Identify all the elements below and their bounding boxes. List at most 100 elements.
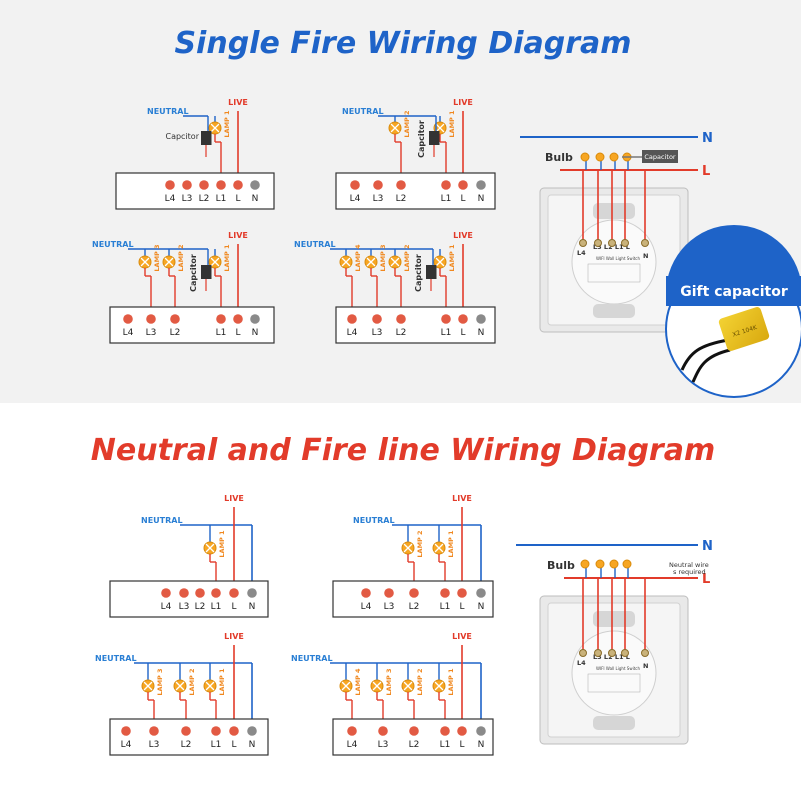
lamp-label: LAMP 2 [177,244,185,271]
terminal-dot-l2 [181,726,191,736]
lamp-label: LAMP 1 [223,244,231,272]
capacitor-label: Capcitor [189,254,198,292]
gift-capacitor-label: Gift capacitor [680,284,788,300]
live-label: LIVE [224,494,244,503]
terminal-dot-l [233,314,243,324]
lamp-icon-cross-b [205,543,215,553]
terminal-dot-n [476,180,486,190]
terminal-dot-l [458,314,468,324]
capacitor-label: Capcitor [165,132,199,141]
lamp-icon-cross-b [210,257,220,267]
terminal-dot-n [250,314,260,324]
terminal-label-l1: L1 [216,194,227,204]
photo-n-label: N [702,131,713,146]
terminal-label-l2: L2 [409,740,420,750]
photo-bulb-icon [580,559,590,569]
photo-l-screw [641,649,649,657]
photo-terminal-screw [579,649,587,657]
terminal-label-l: L [235,328,240,338]
lamp-label: LAMP 1 [447,530,455,558]
terminal-label-n: N [252,328,259,338]
lamp-label: LAMP 2 [403,110,411,137]
switch-terminal-block [335,172,496,210]
neutral-note-line1: Neutral wire [669,561,709,569]
switch-terminal-block [109,718,269,756]
terminal-dot-l1 [216,314,226,324]
photo-capacitor-label: Capacitor [644,153,676,161]
terminal-dot-l4 [347,726,357,736]
terminal-label-l3: L3 [179,602,190,612]
lamp-label: LAMP 1 [218,668,226,696]
photo-bulb-label: Bulb [545,151,573,164]
neutral-label: NEUTRAL [95,654,137,663]
terminal-label-l4: L4 [123,328,134,338]
lamp-icon-cross-b [434,681,444,691]
terminal-dot-l2 [170,314,180,324]
terminal-label-l1: L1 [211,740,222,750]
capacitor-icon [429,131,439,145]
terminal-dot-l [458,180,468,190]
switch-terminal-block [335,306,496,344]
terminal-label-l1: L1 [216,328,227,338]
panel2-spec-text [587,673,641,693]
terminal-dot-l2 [199,180,209,190]
switch-photo-top: N L Bulb L3 L2 L1 L L4 N WIFI Wall Light… [520,131,713,333]
terminal-dot-l3 [149,726,159,736]
photo-l-screw [641,239,649,247]
terminal-label-l2: L2 [396,328,407,338]
terminal-label-l3: L3 [146,328,157,338]
neutral-label: NEUTRAL [342,107,384,116]
lamp-icon-cross-b [175,681,185,691]
terminal-dot-l3 [372,314,382,324]
photo-terminal-screw [621,239,629,247]
terminal-dot-l1 [441,314,451,324]
terminal-label-l2: L2 [396,194,407,204]
terminal-label-l3: L3 [182,194,193,204]
lamp-label: LAMP 3 [156,668,164,695]
lamp-label: LAMP 1 [448,110,456,138]
photo2-l-label: L [702,572,710,587]
terminal-label-n: N [249,602,256,612]
terminal-dot-n [247,726,257,736]
lamp-label: LAMP 2 [416,668,424,695]
terminal-label-l1: L1 [440,602,451,612]
lamp-label: LAMP 1 [218,530,226,558]
terminal-label-l3: L3 [378,740,389,750]
panel2-n-label: N [643,662,648,670]
terminal-dot-l3 [179,588,189,598]
top-title: Single Fire Wiring Diagram [174,26,631,61]
live-label: LIVE [452,632,472,641]
live-label: LIVE [453,231,473,240]
photo-bulb-icon [580,152,590,162]
lamp-label: LAMP 1 [447,668,455,696]
terminal-label-n: N [252,194,259,204]
photo-terminal-screw [608,239,616,247]
terminal-dot-l3 [384,588,394,598]
terminal-label-l2: L2 [195,602,206,612]
panel-l4-label: L4 [577,249,586,257]
neutral-label: NEUTRAL [92,240,134,249]
terminal-dot-l [229,726,239,736]
photo-terminal-screw [579,239,587,247]
gift-badge-banner-fill [666,276,801,306]
terminal-dot-l1 [216,180,226,190]
terminal-dot-l2 [396,314,406,324]
terminal-dot-l2 [409,588,419,598]
terminal-dot-l4 [347,314,357,324]
terminal-label-l3: L3 [149,740,160,750]
panel-spec-text [587,263,641,283]
switch-terminal-block [332,718,494,756]
terminal-label-l: L [231,740,236,750]
photo-bulb-icon [595,559,605,569]
terminal-dot-n [476,726,486,736]
lamp-icon-cross-b [435,257,445,267]
lamp-label: LAMP 3 [153,244,161,271]
photo-terminal-screw [594,649,602,657]
switch2-slot-top [593,611,635,627]
switch-module [571,219,657,305]
